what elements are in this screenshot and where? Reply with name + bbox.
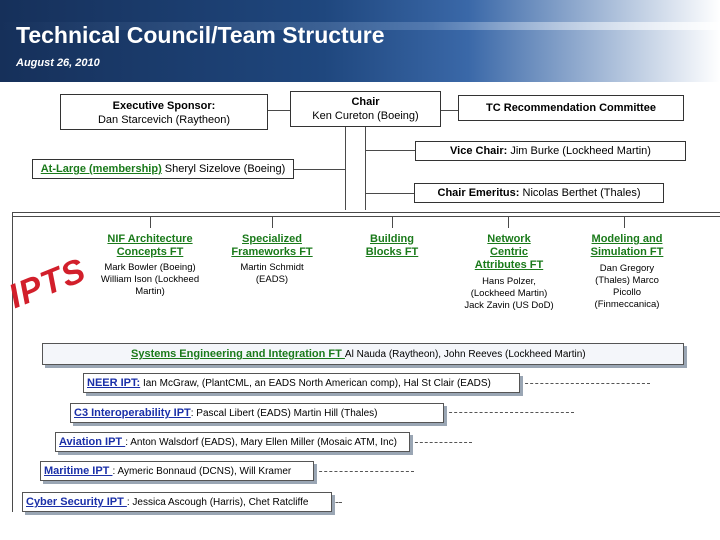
connector-ft-vertical: [12, 212, 13, 512]
chair-emeritus-name: Nicolas Berthet (Thales): [519, 187, 641, 199]
at-large-label: At-Large (membership): [40, 163, 162, 175]
ipt-members-aviation: : Anton Walsdorf (EADS), Mary Ellen Mill…: [125, 437, 397, 448]
ft-title-network-centric: Network Centric Attributes FT: [474, 233, 544, 271]
executive-sponsor-box: Executive Sponsor: Dan Starcevich (Rayth…: [60, 94, 268, 130]
connector-exec-chair: [268, 110, 290, 111]
vice-chair-label: Vice Chair:: [450, 145, 508, 157]
banner-stripe: [0, 22, 720, 30]
ipt-dash-c3: [444, 412, 574, 413]
ipt-title-c3: C3 Interoperability IPT: [74, 407, 191, 419]
connector-ft-horizontal-2: [12, 216, 720, 217]
connector-ft-drop-4: [508, 216, 509, 228]
ipt-members-maritime: : Aymeric Bonnaud (DCNS), Will Kramer: [112, 466, 292, 477]
connector-ft-drop-3: [392, 216, 393, 228]
ft-title-nif: NIF Architecture Concepts FT: [107, 233, 193, 258]
connector-at-large: [294, 169, 345, 170]
ipt-bar-aviation: Aviation IPT : Anton Walsdorf (EADS), Ma…: [55, 432, 410, 452]
ipt-title-aviation: Aviation IPT: [59, 436, 126, 448]
at-large-name: Sheryl Sizelove (Boeing): [161, 163, 286, 175]
at-large-box: At-Large (membership) Sheryl Sizelove (B…: [32, 159, 294, 179]
ipt-members-systems-engineering: Al Nauda (Raytheon), John Reeves (Lockhe…: [344, 349, 586, 360]
tc-committee-label: TC Recommendation Committee: [486, 102, 656, 114]
vice-chair-name: Jim Burke (Lockheed Martin): [507, 145, 651, 157]
chair-label: Chair: [351, 96, 380, 108]
chair-emeritus-box: Chair Emeritus: Nicolas Berthet (Thales): [414, 183, 664, 203]
page-title: Technical Council/Team Structure: [16, 22, 385, 48]
ipt-bar-maritime: Maritime IPT : Aymeric Bonnaud (DCNS), W…: [40, 461, 314, 481]
executive-sponsor-label: Executive Sponsor:: [112, 100, 216, 112]
ft-members-specialized: Martin Schmidt (EADS): [240, 262, 304, 285]
ft-title-specialized: Specialized Frameworks FT: [231, 233, 313, 258]
title-banner: Technical Council/Team Structure August …: [0, 0, 720, 82]
ft-title-building-blocks: Building Blocks FT: [365, 233, 419, 258]
connector-ft-drop-1: [150, 216, 151, 228]
ipt-members-c3: : Pascal Libert (EADS) Martin Hill (Thal…: [190, 408, 378, 419]
connector-ft-drop-2: [272, 216, 273, 228]
connector-trunk-1: [345, 125, 346, 210]
ipt-members-neer: Ian McGraw, (PlantCML, an EADS North Ame…: [140, 378, 491, 389]
ipt-bar-neer: NEER IPT: Ian McGraw, (PlantCML, an EADS…: [83, 373, 520, 393]
ft-members-network-centric: Hans Polzer, (Lockheed Martin) Jack Zavi…: [464, 276, 554, 311]
ipt-title-systems-engineering: Systems Engineering and Integration FT: [131, 348, 345, 360]
connector-emeritus: [365, 193, 414, 194]
executive-sponsor-name: Dan Starcevich (Raytheon): [97, 114, 231, 126]
ft-members-nif: Mark Bowler (Boeing) William Ison (Lockh…: [100, 262, 200, 297]
ipt-dash-cyber: [332, 502, 342, 503]
ipts-heading: IPTS: [3, 251, 92, 317]
connector-trunk-2: [365, 125, 366, 210]
chair-box: Chair Ken Cureton (Boeing): [290, 91, 441, 127]
connector-vice-chair: [365, 150, 415, 151]
ipt-title-neer: NEER IPT:: [87, 377, 141, 389]
page-date: August 26, 2010: [16, 57, 100, 69]
connector-ft-horizontal: [12, 212, 720, 213]
ipt-dash-maritime: [314, 471, 414, 472]
ipt-bar-c3: C3 Interoperability IPT: Pascal Libert (…: [70, 403, 444, 423]
ipt-title-maritime: Maritime IPT: [44, 465, 113, 477]
ipt-dash-neer: [520, 383, 650, 384]
ipt-members-cyber-security: : Jessica Ascough (Harris), Chet Ratclif…: [126, 497, 309, 508]
connector-chair-committee: [441, 110, 458, 111]
ipt-bar-cyber-security: Cyber Security IPT : Jessica Ascough (Ha…: [22, 492, 332, 512]
connector-ft-drop-5: [624, 216, 625, 228]
tc-committee-box: TC Recommendation Committee: [458, 95, 684, 121]
ft-title-modeling: Modeling and Simulation FT: [590, 233, 664, 258]
chair-emeritus-label: Chair Emeritus:: [437, 187, 520, 199]
ipt-dash-aviation: [410, 442, 472, 443]
ipt-title-cyber-security: Cyber Security IPT: [26, 496, 127, 508]
ft-members-modeling: Dan Gregory (Thales) Marco Picollo (Finm…: [594, 263, 660, 310]
ipt-bar-systems-engineering: Systems Engineering and Integration FT A…: [42, 343, 684, 365]
vice-chair-box: Vice Chair: Jim Burke (Lockheed Martin): [415, 141, 686, 161]
chair-name: Ken Cureton (Boeing): [312, 110, 419, 122]
